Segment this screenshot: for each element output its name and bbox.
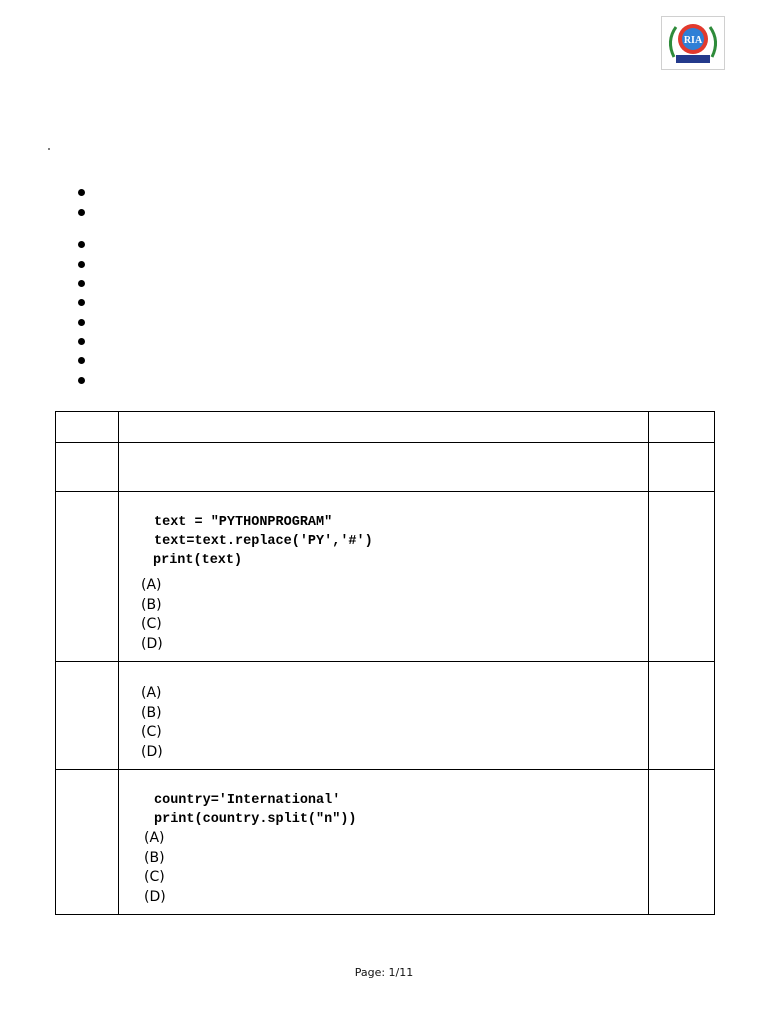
- qno-cell: [55, 769, 119, 915]
- options-list: (A) (B) (C) (D): [119, 570, 648, 654]
- bullet: [78, 319, 85, 326]
- option-b: (B): [141, 596, 162, 613]
- question-table: text = "PYTHONPROGRAM" text=text.replace…: [55, 411, 715, 915]
- bullet: [78, 377, 85, 384]
- bullet: [78, 261, 85, 268]
- question-cell: (A) (B) (C) (D): [118, 661, 649, 770]
- question-cell: country='International' print(country.sp…: [118, 769, 649, 915]
- code-block: country='International' print(country.sp…: [119, 770, 648, 829]
- bullet: [78, 280, 85, 287]
- bullet: [78, 209, 85, 216]
- bullet: [78, 357, 85, 364]
- bullet: [78, 241, 85, 248]
- option-d: (D): [141, 743, 163, 760]
- svg-text:RIA: RIA: [684, 35, 703, 46]
- stray-dot: [48, 148, 50, 150]
- marks-cell: [648, 411, 715, 443]
- bullet: [78, 338, 85, 345]
- option-b: (B): [141, 704, 162, 721]
- table-row: text = "PYTHONPROGRAM" text=text.replace…: [55, 491, 715, 662]
- options-list: (A) (B) (C) (D): [119, 829, 648, 907]
- qno-cell: [55, 442, 119, 492]
- option-a: (A): [141, 685, 162, 701]
- qno-cell: [55, 661, 119, 770]
- qno-cell: [55, 411, 119, 443]
- option-c: (C): [144, 869, 165, 885]
- table-row: [55, 442, 715, 492]
- code-line: print(country.split("n")): [154, 812, 357, 827]
- marks-cell: [648, 491, 715, 662]
- question-cell: [118, 442, 649, 492]
- option-c: (C): [141, 616, 162, 632]
- qno-cell: [55, 491, 119, 662]
- bullet: [78, 299, 85, 306]
- table-row: (A) (B) (C) (D): [55, 661, 715, 770]
- option-b: (B): [144, 849, 165, 866]
- option-c: (C): [141, 724, 162, 740]
- option-a: (A): [144, 830, 165, 846]
- page-number: Page: 1/11: [354, 966, 414, 979]
- option-d: (D): [141, 635, 163, 652]
- options-list: (A) (B) (C) (D): [119, 662, 648, 762]
- code-block: text = "PYTHONPROGRAM" text=text.replace…: [119, 492, 648, 570]
- table-row: country='International' print(country.sp…: [55, 769, 715, 915]
- question-cell: [118, 411, 649, 443]
- marks-cell: [648, 442, 715, 492]
- code-line: print(text): [153, 553, 243, 568]
- table-header-row: [55, 411, 715, 443]
- code-line: country='International': [154, 793, 341, 808]
- marks-cell: [648, 661, 715, 770]
- school-logo: RIA: [661, 16, 725, 70]
- question-cell: text = "PYTHONPROGRAM" text=text.replace…: [118, 491, 649, 662]
- code-line: text=text.replace('PY','#'): [154, 534, 373, 549]
- marks-cell: [648, 769, 715, 915]
- bullet: [78, 189, 85, 196]
- option-d: (D): [144, 888, 166, 905]
- code-line: text = "PYTHONPROGRAM": [154, 515, 333, 530]
- option-a: (A): [141, 577, 162, 593]
